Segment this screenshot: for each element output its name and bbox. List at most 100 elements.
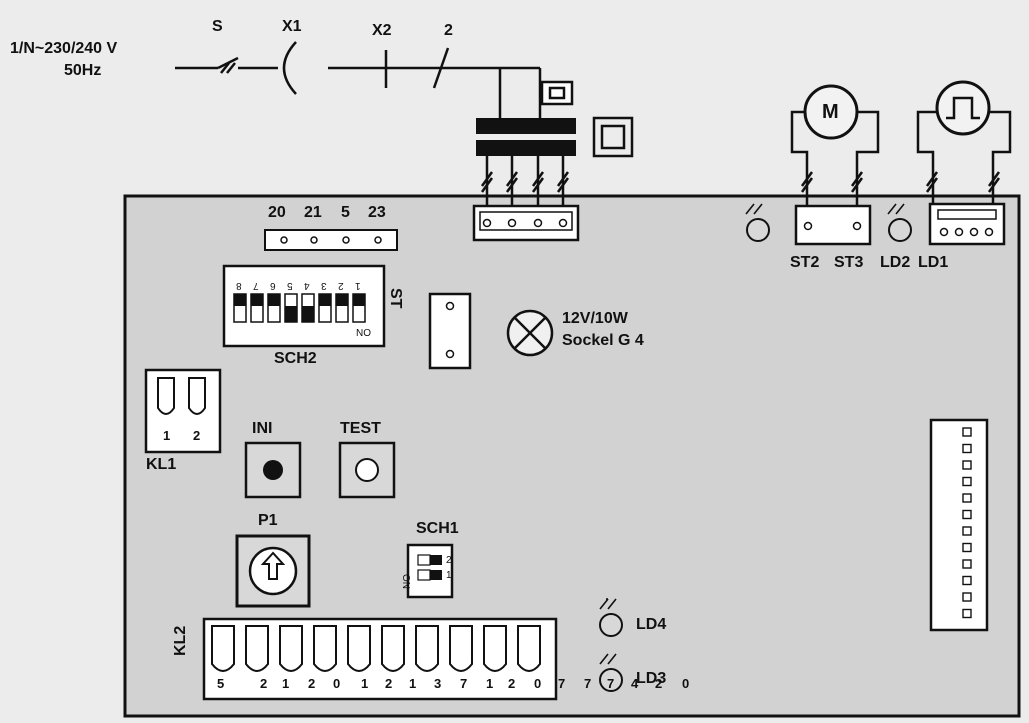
right-connector-pin: [962, 526, 972, 536]
p1-potentiometer: [235, 534, 311, 608]
sch1-on-label: ON: [400, 574, 411, 589]
supply-frequency-label: 50Hz: [64, 62, 102, 79]
kl2-slot: [313, 625, 337, 672]
led-top-left: [745, 203, 770, 242]
st2-st3-connector: [794, 204, 872, 246]
kl2-terminal-number: 2: [655, 676, 663, 691]
ld1-label: LD1: [918, 254, 949, 271]
kl2-terminal-block: [202, 617, 558, 701]
transformer: [476, 118, 576, 218]
terminal-label-23: 23: [368, 204, 386, 221]
terminal-label-20: 20: [268, 204, 286, 221]
supply-voltage-label: 1/N~230/240 V: [10, 40, 118, 57]
kl2-terminal-number: 1: [486, 676, 494, 691]
sch1-num-2: 2: [446, 555, 452, 566]
led-ld4: [599, 598, 623, 637]
sch2-number-8: 8: [236, 280, 242, 291]
right-connector-pin: [962, 460, 972, 470]
relay-symbol: [540, 80, 634, 158]
kl2-terminal-number: 2: [260, 676, 268, 691]
ini-label: INI: [252, 420, 273, 437]
right-connector-pin: [962, 427, 972, 437]
x2-label: X2: [372, 22, 392, 39]
test-label: TEST: [340, 420, 381, 437]
kl2-terminal-number: 5: [217, 676, 225, 691]
right-connector-pin: [962, 608, 972, 619]
kl2-terminal-number: 7: [460, 676, 468, 691]
sch2-number-5: 5: [287, 280, 293, 291]
kl2-terminal-number: 2: [508, 676, 516, 691]
kl2-slot: [245, 625, 269, 672]
kl2-terminal-number: 7: [558, 676, 566, 691]
right-connector-pin: [962, 575, 972, 586]
ini-button-graphic: [244, 441, 302, 499]
lamp-rating-label: 12V/10W: [562, 310, 628, 327]
kl2-slot: [347, 625, 371, 672]
sch2-switch-5: [284, 293, 298, 323]
ld1-connector: [928, 202, 1006, 246]
terminal-label-5: 5: [341, 204, 350, 221]
sch2-number-4: 4: [304, 280, 310, 291]
kl2-terminal-number: 1: [361, 676, 369, 691]
st-connector: [428, 292, 472, 370]
test-button-graphic: [338, 441, 396, 499]
kl2-slot: [381, 625, 405, 672]
sch2-dip-switch: [222, 264, 386, 348]
kl2-terminal-number: 0: [534, 676, 542, 691]
kl2-terminal-number: 1: [409, 676, 417, 691]
kl1-terminal-2: 2: [193, 428, 201, 443]
right-connector-pin: [962, 559, 972, 569]
supply-wiring: [175, 41, 542, 118]
kl2-terminal-number: 7: [584, 676, 592, 691]
ld4-label: LD4: [636, 616, 667, 633]
arrow-up-icon: [260, 551, 286, 580]
sch2-switch-1: [352, 293, 366, 323]
sch2-number-7: 7: [253, 280, 259, 291]
terminal-label-21: 21: [304, 204, 322, 221]
kl2-terminal-number: 0: [682, 676, 690, 691]
motor-symbol: [790, 84, 880, 212]
x1-label: X1: [282, 18, 302, 35]
right-vertical-connector: [929, 418, 989, 632]
pole-2-label: 2: [444, 22, 453, 39]
kl2-slot: [483, 625, 507, 672]
kl2-terminal-number: 3: [434, 676, 442, 691]
lamp-socket-label: Sockel G 4: [562, 332, 644, 349]
motor-m-label: M: [822, 101, 839, 123]
st-label: ST: [387, 288, 404, 309]
sch2-switch-6: [267, 293, 281, 323]
sch2-label: SCH2: [274, 350, 317, 367]
led-ld2: [887, 203, 912, 242]
kl2-label: KL2: [172, 625, 189, 656]
right-connector-pin: [962, 443, 972, 454]
kl2-slot: [449, 625, 473, 672]
kl1-label: KL1: [146, 456, 177, 473]
sch2-on-label: NO: [356, 328, 371, 339]
terminal-strip-top: [264, 229, 398, 251]
kl2-terminal-number: 2: [385, 676, 393, 691]
pulse-wave-icon: [946, 96, 980, 120]
sch2-switch-2: [335, 293, 349, 323]
st3-label: ST3: [834, 254, 864, 271]
st2-label: ST2: [790, 254, 820, 271]
sch2-number-2: 2: [338, 280, 344, 291]
sch2-number-3: 3: [321, 280, 327, 291]
sch2-number-1: 1: [355, 280, 361, 291]
kl2-slot: [279, 625, 303, 672]
kl2-terminal-number: 0: [333, 676, 341, 691]
right-connector-pin: [962, 592, 972, 602]
right-connector-pin: [962, 476, 972, 487]
sch2-number-6: 6: [270, 280, 276, 291]
sch2-switch-3: [318, 293, 332, 323]
kl2-terminal-number: 1: [282, 676, 290, 691]
ld3-label: LD3: [636, 670, 667, 687]
sch2-switch-8: [233, 293, 247, 323]
sch2-switch-7: [250, 293, 264, 323]
kl2-slot: [517, 625, 541, 672]
transformer-connector: [472, 204, 580, 242]
ld2-label: LD2: [880, 254, 911, 271]
kl2-terminal-number: 2: [308, 676, 316, 691]
switch-s-label: S: [212, 18, 223, 35]
right-connector-pin: [962, 542, 972, 553]
